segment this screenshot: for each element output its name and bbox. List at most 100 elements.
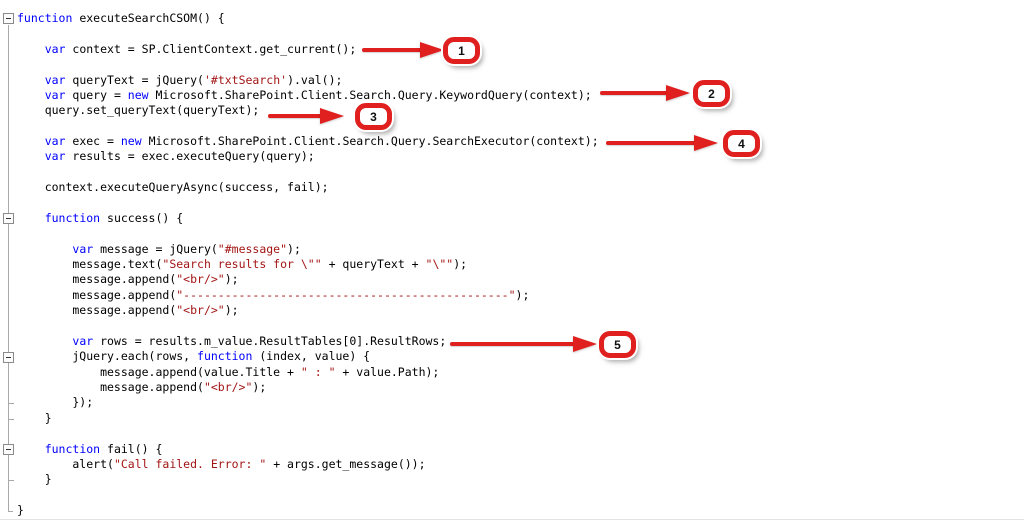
token-plain: ); <box>224 272 239 287</box>
token-plain: message.text( <box>17 257 163 271</box>
token-plain: exec = <box>65 134 121 148</box>
token-plain <box>17 149 45 163</box>
token-keyword: var <box>72 241 94 256</box>
token-plain <box>17 134 45 148</box>
token-plain: fail() { <box>100 441 163 456</box>
token-plain: } <box>17 472 52 487</box>
annotation-badge-1: 1 <box>443 37 480 64</box>
code-line: message.append("<br/>"); <box>17 303 599 318</box>
token-string: "---------------------------------------… <box>176 287 516 302</box>
token-string: "<br/>" <box>176 303 225 318</box>
token-string: "\"" <box>425 257 454 271</box>
token-plain: Microsoft.SharePoint.Client.Search.Query… <box>141 134 599 148</box>
token-plain: } <box>17 410 52 425</box>
token-plain: message.append( <box>17 303 177 318</box>
token-keyword: var <box>72 333 94 348</box>
token-string: "<br/>" <box>203 380 253 394</box>
token-plain <box>17 242 72 256</box>
token-plain: query.set_queryText(queryText); <box>17 103 260 118</box>
code-line <box>17 119 599 134</box>
annotation-arrow-shaft <box>450 342 577 346</box>
code-line: jQuery.each(rows, function (index, value… <box>17 349 599 364</box>
token-plain: + queryText + <box>321 257 426 271</box>
annotation-arrow-shaft <box>606 141 698 145</box>
code-line: message.append("<br/>"); <box>17 272 599 287</box>
annotation-arrow-head <box>320 108 344 124</box>
code-line <box>17 488 599 503</box>
token-plain: success() { <box>100 210 184 225</box>
fold-end-tick <box>9 418 14 420</box>
token-keyword: function <box>197 349 253 364</box>
token-plain <box>17 334 72 348</box>
annotation-badge-3: 3 <box>355 103 392 130</box>
code-line: var message = jQuery("#message"); <box>17 242 599 257</box>
fold-collapse-icon[interactable] <box>3 13 14 25</box>
code-line: var context = SP.ClientContext.get_curre… <box>17 42 599 57</box>
token-plain: message.append( <box>17 272 177 287</box>
code-line: } <box>17 503 599 518</box>
code-line: }); <box>17 395 599 410</box>
token-plain: message.append( <box>17 287 177 302</box>
token-keyword: function <box>17 11 73 25</box>
fold-end-tick <box>9 403 14 405</box>
token-string: "#message" <box>217 241 288 256</box>
code-line <box>17 196 599 211</box>
token-plain <box>17 211 45 225</box>
code-line: message.text("Search results for \"" + q… <box>17 257 599 272</box>
code-line: var rows = results.m_value.ResultTables[… <box>17 334 599 349</box>
minus-glyph <box>6 218 11 220</box>
token-keyword: function <box>44 210 101 225</box>
token-plain <box>17 73 45 87</box>
token-plain: (index, value) { <box>252 349 371 364</box>
token-plain: context.executeQueryAsync(success, fail)… <box>17 180 329 195</box>
token-plain: ); <box>252 380 267 394</box>
token-plain: }); <box>17 395 94 410</box>
token-plain: ); <box>287 241 301 256</box>
token-keyword: function <box>44 441 101 456</box>
code-line <box>17 319 599 334</box>
annotation-badge-2: 2 <box>693 80 730 107</box>
token-string: "Call failed. Error: " <box>113 456 267 471</box>
code-line <box>17 57 599 72</box>
code-line: var queryText = jQuery('#txtSearch').val… <box>17 73 599 88</box>
code-area: function executeSearchCSOM() { var conte… <box>17 11 599 518</box>
code-line: } <box>17 411 599 426</box>
token-string: " : " <box>300 364 336 379</box>
token-keyword: new <box>127 87 149 102</box>
token-plain: Microsoft.SharePoint.Client.Search.Query… <box>148 87 592 102</box>
token-plain: ).val(); <box>287 72 343 87</box>
token-plain: message.append( <box>17 380 204 394</box>
fold-end-corner <box>8 510 13 512</box>
code-line <box>17 165 599 180</box>
token-string: '#txtSearch' <box>203 72 288 87</box>
code-line: alert("Call failed. Error: " + args.get_… <box>17 457 599 472</box>
token-plain: jQuery.each(rows, <box>17 349 198 364</box>
annotation-badge-5: 5 <box>599 331 636 358</box>
token-plain: message = jQuery( <box>93 241 218 256</box>
minus-glyph <box>6 18 11 20</box>
annotation-arrow-head <box>420 42 444 58</box>
annotation-arrow-head <box>573 336 597 352</box>
token-keyword: new <box>120 134 142 148</box>
fold-end-tick <box>9 480 14 482</box>
code-line <box>17 426 599 441</box>
screenshot-bottom-border <box>0 519 1024 520</box>
annotation-arrow-head <box>666 85 690 101</box>
token-plain: rows = results.m_value.ResultTables[0].R… <box>93 333 447 348</box>
fold-collapse-icon[interactable] <box>3 443 14 455</box>
token-plain: ); <box>224 303 239 318</box>
code-line <box>17 26 599 41</box>
code-line: function executeSearchCSOM() { <box>17 11 599 26</box>
annotation-arrow-shaft <box>268 114 324 118</box>
fold-collapse-icon[interactable] <box>3 213 14 225</box>
token-plain: query = <box>65 87 128 102</box>
token-plain <box>17 88 45 102</box>
token-plain: + value.Path); <box>335 364 440 379</box>
token-keyword: var <box>44 72 66 87</box>
annotation-arrow-shaft <box>362 48 424 52</box>
annotation-arrow-head <box>694 135 718 151</box>
token-keyword: var <box>44 134 66 148</box>
fold-collapse-icon[interactable] <box>3 351 14 363</box>
token-plain: results = exec.executeQuery(query); <box>65 149 315 164</box>
